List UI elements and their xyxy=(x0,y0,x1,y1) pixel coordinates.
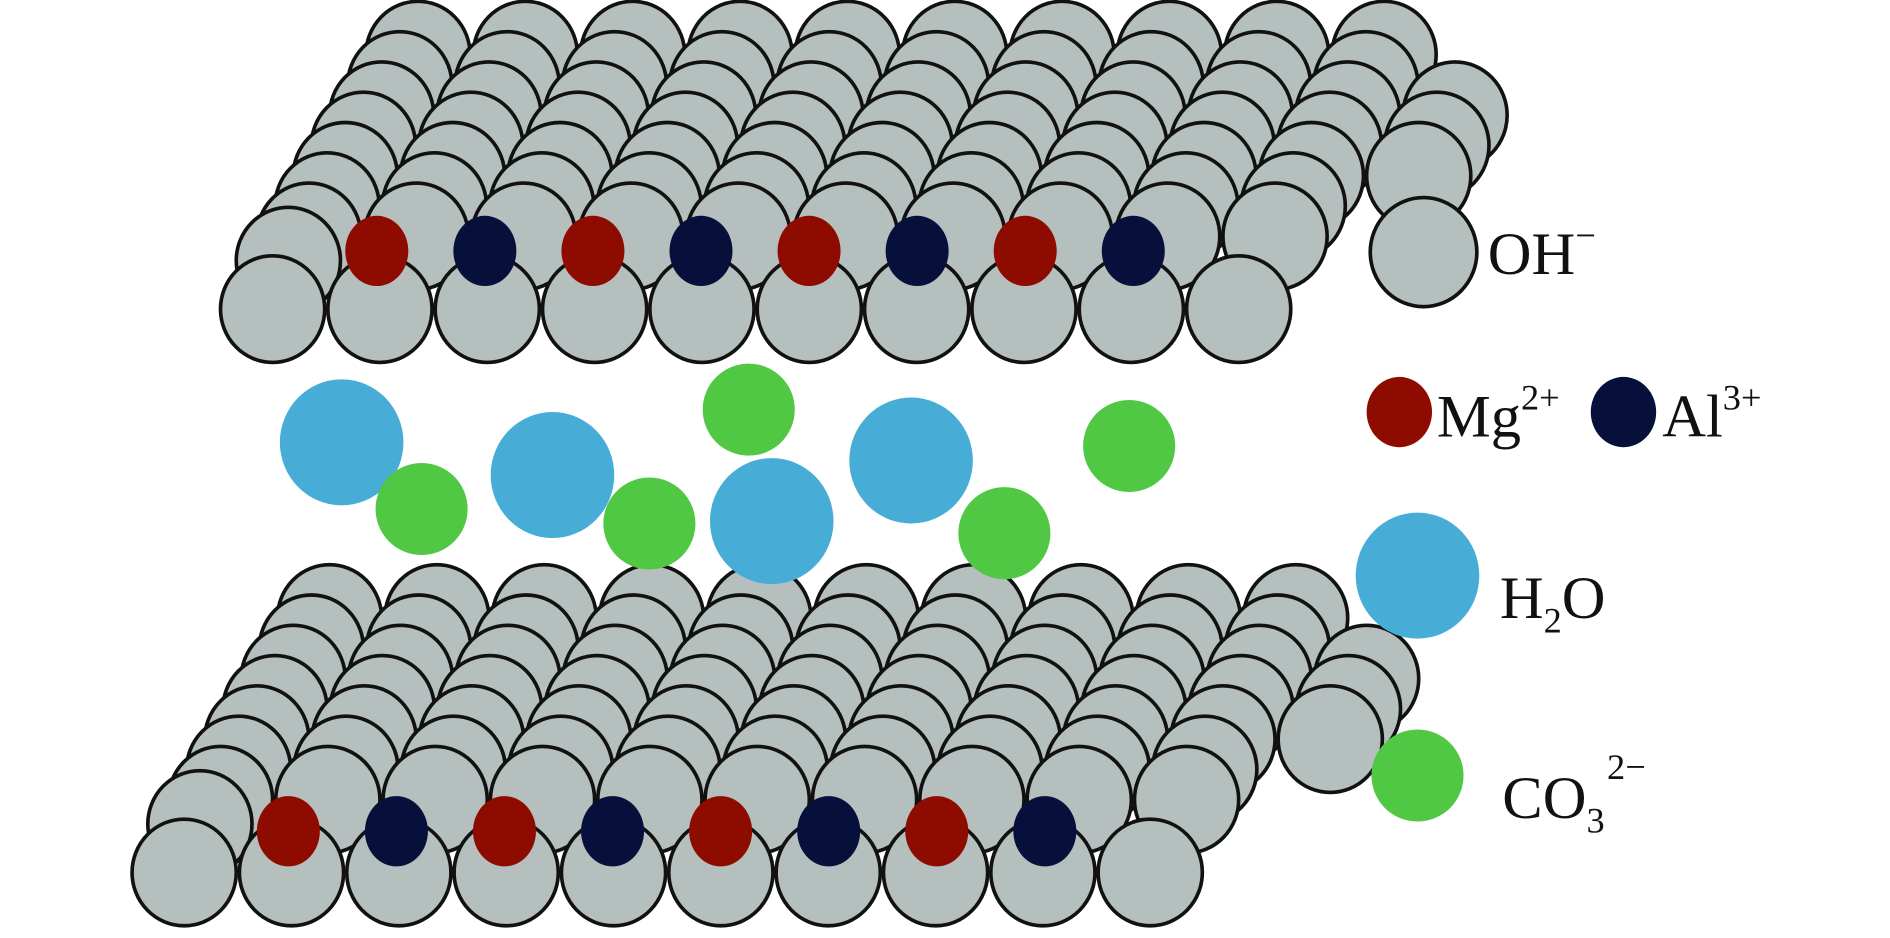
co3-anion xyxy=(603,477,696,570)
oh-ion xyxy=(1276,684,1385,795)
legend: OH− Mg2+ Al3+ H2O CO32− xyxy=(1355,195,1761,840)
oh-ion xyxy=(1184,253,1293,365)
h2o-molecule xyxy=(849,397,973,524)
top-hydroxide-layer xyxy=(218,0,1509,365)
interlayer-region xyxy=(279,363,1176,585)
oh-ion xyxy=(218,253,327,365)
al-cation xyxy=(581,796,645,867)
legend-item-mg: Mg2+ xyxy=(1366,376,1560,451)
oh-ion xyxy=(1096,817,1205,928)
co3-legend-swatch xyxy=(1371,729,1464,822)
al-cation xyxy=(1101,215,1165,287)
mg-cation xyxy=(345,215,409,287)
legend-item-h2o: H2O xyxy=(1355,512,1606,641)
al-cation xyxy=(453,215,517,287)
al-cation xyxy=(1013,796,1077,867)
mg-legend-label: Mg2+ xyxy=(1437,378,1560,451)
mg-legend-swatch xyxy=(1366,376,1433,448)
mg-cation xyxy=(993,215,1057,287)
mg-cation xyxy=(777,215,841,287)
h2o-molecule xyxy=(490,412,615,539)
h2o-legend-label: H2O xyxy=(1500,565,1606,641)
h2o-legend-swatch xyxy=(1355,512,1480,639)
co3-anion xyxy=(702,363,795,456)
legend-item-co3: CO32− xyxy=(1371,729,1646,840)
co3-legend-label: CO32− xyxy=(1502,747,1645,840)
oh-legend-swatch xyxy=(1368,195,1479,309)
al-cation xyxy=(669,215,733,287)
al-legend-swatch xyxy=(1590,376,1657,448)
al-cation xyxy=(885,215,949,287)
co3-anion xyxy=(1083,399,1176,493)
al-cation xyxy=(797,796,861,867)
h2o-molecule xyxy=(709,458,834,585)
oh-ion xyxy=(130,817,239,928)
mg-cation xyxy=(689,796,753,867)
oh-legend-label: OH− xyxy=(1488,215,1596,288)
legend-item-al: Al3+ xyxy=(1590,376,1761,451)
mg-cation xyxy=(905,796,969,867)
mg-cation xyxy=(561,215,625,287)
mg-cation xyxy=(472,796,536,867)
legend-item-oh: OH− xyxy=(1368,195,1596,309)
al-cation xyxy=(364,796,428,867)
bottom-hydroxide-layer xyxy=(130,562,1421,928)
co3-anion xyxy=(375,462,468,556)
h2o-molecule xyxy=(279,379,404,506)
co3-anion xyxy=(958,487,1051,580)
mg-cation xyxy=(256,796,320,867)
al-legend-label: Al3+ xyxy=(1662,378,1761,451)
